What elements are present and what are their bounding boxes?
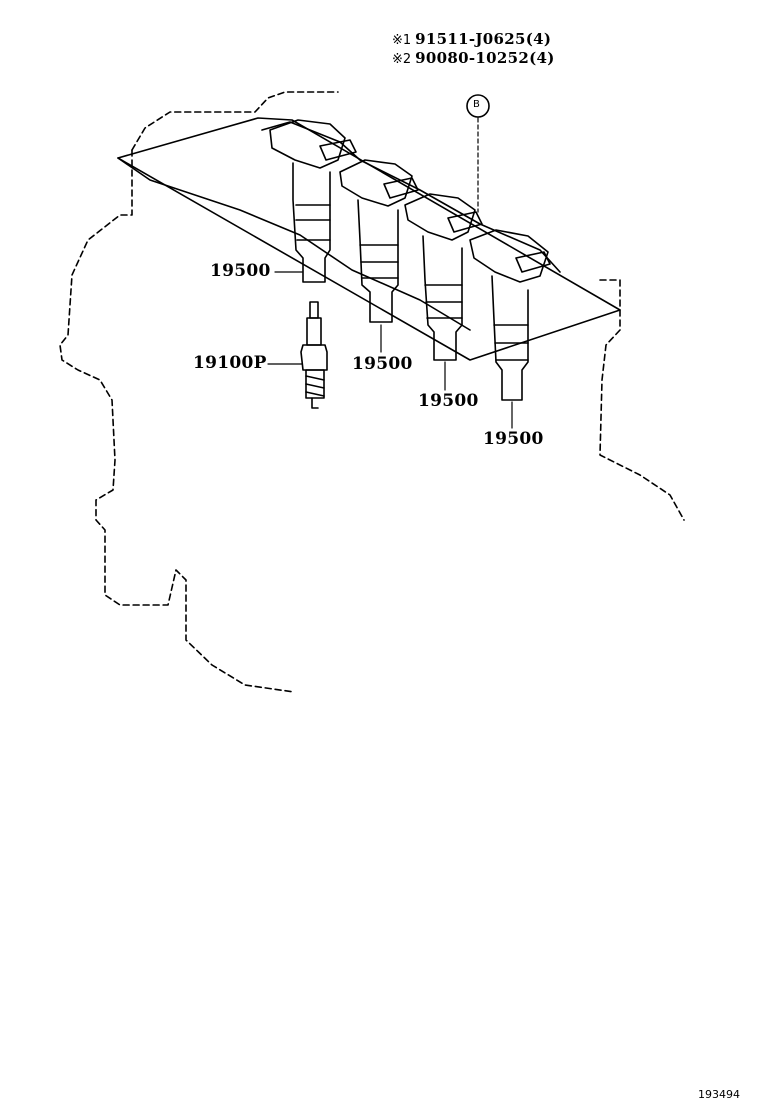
plug-label: 19100P [193, 353, 267, 373]
ignition-coil-3 [404, 193, 483, 361]
coil-label-3: 19500 [418, 391, 479, 411]
note-2-part: 90080-10252 [415, 49, 530, 67]
note-1-mark: ※1 [392, 33, 412, 48]
note-2-mark: ※2 [392, 52, 412, 67]
coil-label-1: 19500 [210, 261, 271, 281]
callout-b-circle [466, 94, 490, 118]
spark-plug [300, 301, 328, 409]
leader-lines [267, 117, 513, 429]
coil-label-2: 19500 [352, 354, 413, 374]
ignition-coil-4 [469, 229, 551, 401]
coil-label-4: 19500 [483, 429, 544, 449]
note-2-qty: (4) [529, 49, 555, 67]
note-1-qty: (4) [525, 30, 552, 48]
note-1-part: 91511-J0625 [415, 30, 526, 48]
engine-outline [59, 91, 685, 693]
coil-mounting-plate [117, 117, 621, 361]
callout-b-letter: B [473, 99, 480, 110]
ignition-coil-2 [339, 159, 419, 323]
ignition-coil-1 [269, 119, 357, 283]
diagram-id: 193494 [698, 1088, 740, 1101]
